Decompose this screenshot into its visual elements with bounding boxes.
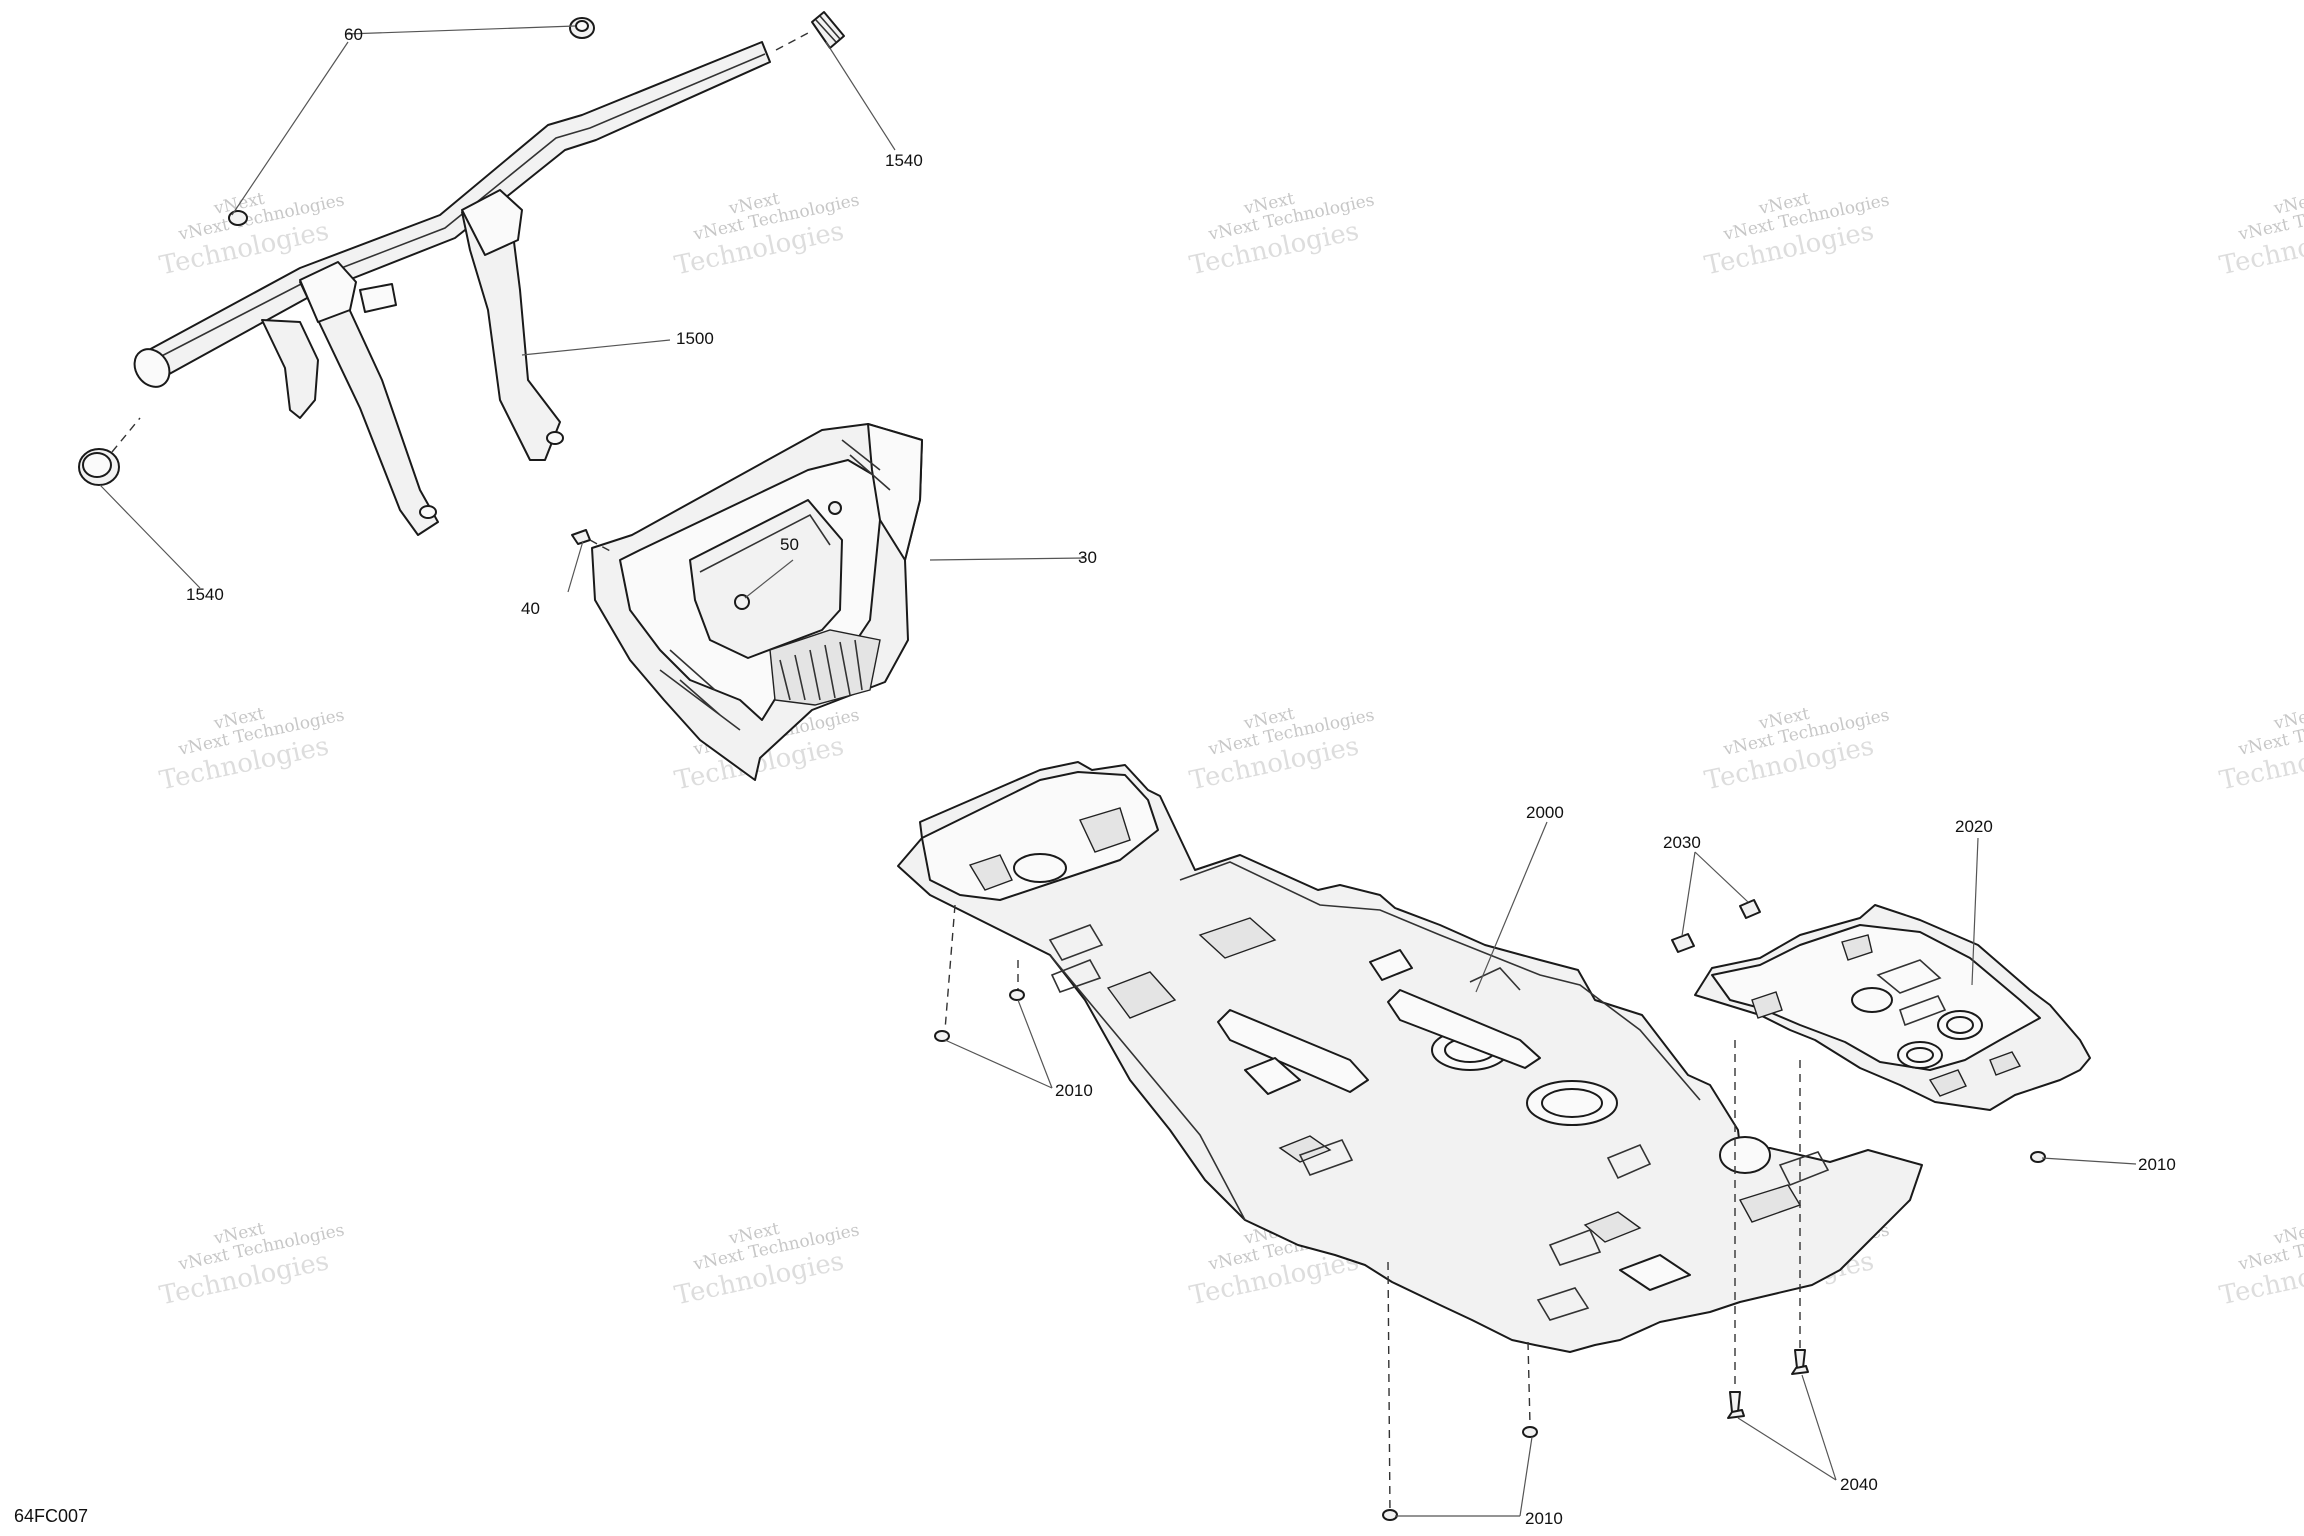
- watermark: vNext Technologies Technologies vNext: [157, 1219, 346, 1312]
- console-panel-icon: [571, 423, 923, 781]
- rivet-icon: [934, 989, 2046, 1521]
- screw-icon: [1727, 1040, 1809, 1419]
- watermark: vNext Technologies Technologies vNext: [157, 704, 346, 797]
- grommet-icon: [228, 17, 595, 226]
- callout-1540-left: 1540: [186, 585, 224, 604]
- watermark: vNext Technologies Technologies vNext: [1187, 704, 1376, 797]
- watermark: vNext Technologies Technologies vNext: [2217, 1219, 2304, 1312]
- watermark: vNext Technologies Technologies vNext: [2217, 704, 2304, 797]
- figure-code: 64FC007: [14, 1506, 89, 1526]
- callout-2000: 2000: [1526, 803, 1564, 822]
- bumper-tube-icon: [133, 41, 771, 536]
- callout-2030: 2030: [1663, 833, 1701, 852]
- skid-plate-rear-icon: [1694, 904, 2091, 1111]
- end-cap-left-icon: [78, 417, 141, 486]
- leader-lines: [99, 25, 2137, 1517]
- callout-60: 60: [344, 25, 363, 44]
- end-cap-right-icon: [775, 11, 845, 51]
- skid-plate-front-icon: [897, 761, 1923, 1516]
- watermark: vNext Technologies Technologies vNext: [1702, 189, 1891, 282]
- watermark: vNext Technologies Technologies vNext: [672, 1219, 861, 1312]
- callout-40: 40: [521, 599, 540, 618]
- watermark: vNext Technologies Technologies vNext: [672, 189, 861, 282]
- callout-1500: 1500: [676, 329, 714, 348]
- clip-nut-icon: [1671, 899, 1761, 953]
- callout-labels: 60 1540 1500 1540 50 30 40 2000 2030 202…: [186, 25, 2176, 1528]
- callout-2010-right: 2010: [2138, 1155, 2176, 1174]
- callout-2010-bottom: 2010: [1525, 1509, 1563, 1528]
- watermark: vNext Technologies Technologies vNext: [2217, 189, 2304, 282]
- watermark: vNext Technologies Technologies vNext: [1702, 704, 1891, 797]
- watermark: vNext Technologies Technologies vNext: [1187, 189, 1376, 282]
- callout-2020: 2020: [1955, 817, 1993, 836]
- watermark: vNext Technologies Technologies vNext: [157, 189, 346, 282]
- callout-30: 30: [1078, 548, 1097, 567]
- callout-50: 50: [780, 535, 799, 554]
- callout-2010-left: 2010: [1055, 1081, 1093, 1100]
- callout-1540-top: 1540: [885, 151, 923, 170]
- callout-2040: 2040: [1840, 1475, 1878, 1494]
